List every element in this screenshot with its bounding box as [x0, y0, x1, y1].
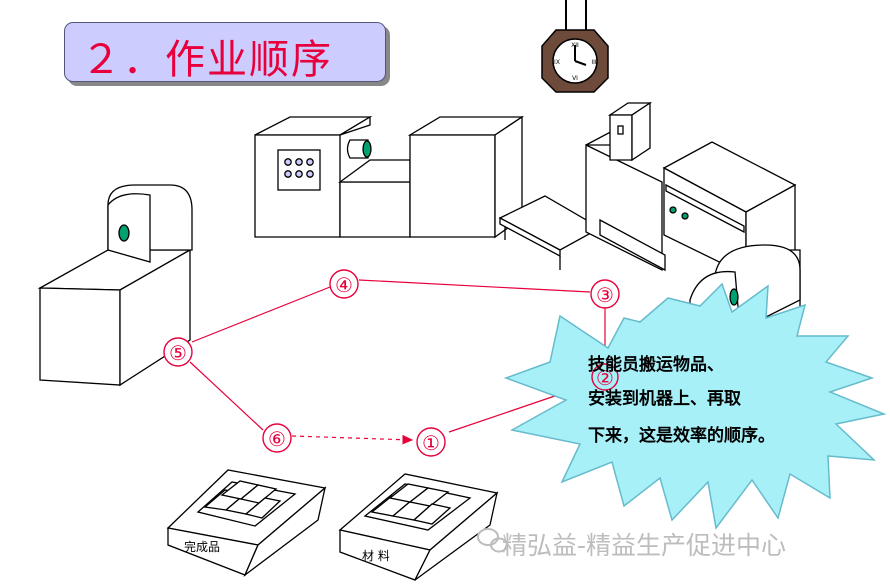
svg-text:XII: XII	[571, 42, 579, 49]
step-marker-2-overlay	[591, 363, 619, 391]
wechat-icon	[477, 528, 508, 553]
clock-icon: XII III VI IX	[541, 0, 609, 93]
materials-box: 材 料	[338, 473, 499, 581]
step-marker-6	[262, 423, 292, 453]
svg-text:VI: VI	[572, 75, 578, 82]
step-marker-5	[163, 337, 193, 367]
step-marker-4	[329, 269, 359, 299]
svg-text:IX: IX	[554, 59, 560, 66]
step-label-5: ⑤	[169, 341, 187, 365]
step-label-2: ②	[596, 366, 614, 390]
watermark-text: 精弘益-精益生产促进中心	[502, 531, 787, 560]
callout-line-2: 安装到机器上、再取	[588, 389, 741, 409]
step-label-1: ①	[422, 431, 440, 455]
step-marker-1	[416, 427, 446, 457]
route-6-1	[291, 434, 414, 445]
route-4-3	[358, 279, 591, 293]
finished-goods-label: 完成品	[184, 539, 220, 554]
machine-back	[254, 115, 525, 239]
conveyor-table	[498, 195, 602, 270]
route-5-6	[189, 361, 264, 431]
step-label-3: ③	[596, 283, 614, 307]
route-5-4	[191, 286, 331, 343]
svg-text:III: III	[591, 59, 597, 66]
step-label-6: ⑥	[268, 427, 286, 451]
page-title: ２．作业顺序	[81, 37, 333, 83]
callout-line-1: 技能员搬运物品、	[588, 355, 724, 375]
step-marker-3	[590, 279, 620, 309]
title-box: ２．作业顺序	[64, 22, 386, 83]
callout-line-3: 下来，这是效率的顺序。	[588, 426, 775, 446]
step-label-4: ④	[335, 273, 353, 297]
materials-label: 材 料	[362, 549, 390, 563]
finished-goods-box: 完成品	[166, 469, 327, 578]
callout-starburst	[503, 282, 887, 530]
